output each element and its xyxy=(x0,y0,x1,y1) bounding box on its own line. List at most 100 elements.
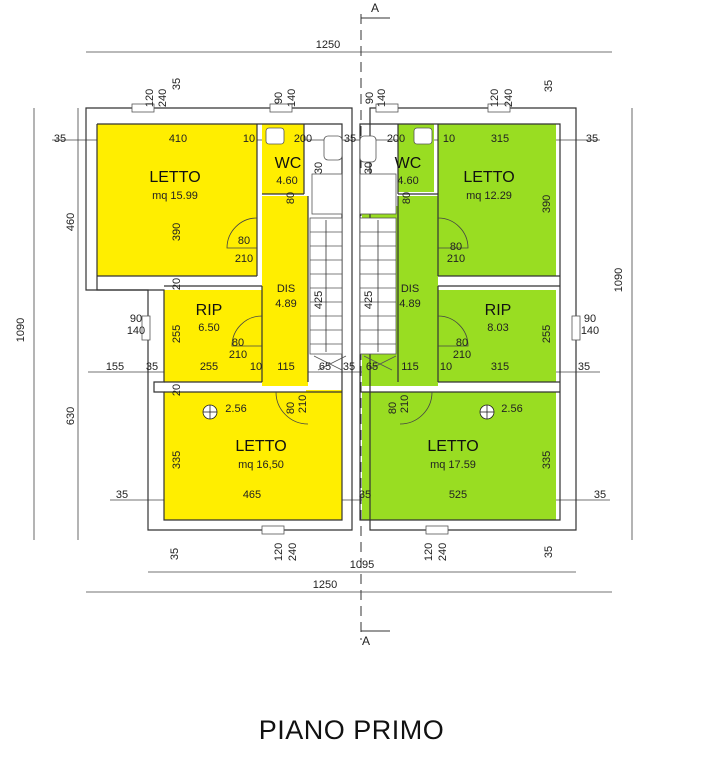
dim-top-140a: 140 xyxy=(286,89,298,107)
dim-h335b: 335 xyxy=(541,451,553,469)
dim-row1-right: 315 xyxy=(491,133,509,145)
dim-top-120a: 120 xyxy=(144,89,156,107)
dim-top-90b: 90 xyxy=(364,92,376,104)
dim-h30a: 30 xyxy=(313,162,325,174)
room-name-letto-2: LETTO xyxy=(463,169,514,186)
spot-height-right: 2.56 xyxy=(501,403,522,415)
room-name-dis-1: DIS xyxy=(277,283,295,295)
dim-h425a: 425 xyxy=(313,291,325,309)
door-swings xyxy=(226,217,469,425)
door-210e: 210 xyxy=(297,395,309,413)
room-name-dis-2: DIS xyxy=(401,283,419,295)
dim-left-lower: 630 xyxy=(65,407,77,425)
room-area-letto-4: mq 17.59 xyxy=(430,459,476,471)
dim-row1-wc-left: 200 xyxy=(294,133,312,145)
plan-title: PIANO PRIMO xyxy=(258,715,445,745)
dim-inner-bottom: 1095 xyxy=(350,559,374,571)
room-area-wc-2: 4.60 xyxy=(397,175,418,187)
room-area-rip-2: 8.03 xyxy=(487,322,508,334)
room-name-letto-1: LETTO xyxy=(149,169,200,186)
door-80g: 80 xyxy=(285,192,297,204)
dim-h30b: 30 xyxy=(363,162,375,174)
dim-right-height: 1090 xyxy=(613,268,625,292)
dim-bot-v35b: 35 xyxy=(543,546,555,558)
room-area-rip-1: 6.50 xyxy=(198,322,219,334)
door-210b: 210 xyxy=(447,253,465,265)
section-label-top: A xyxy=(371,1,379,15)
dim-overall-top: 1250 xyxy=(316,39,340,51)
room-name-letto-3: LETTO xyxy=(235,438,286,455)
dimension-labels: 1250 1250 1095 1090 1090 460 630 35 410 … xyxy=(15,39,625,591)
dim-top-35b: 35 xyxy=(543,80,555,92)
dim-mid-35: 35 xyxy=(146,361,158,373)
dim-h255b: 255 xyxy=(541,325,553,343)
dim-row1-left-b: 10 xyxy=(243,133,255,145)
room-area-dis-2: 4.89 xyxy=(399,298,420,310)
door-210f: 210 xyxy=(399,395,411,413)
door-210c: 210 xyxy=(229,349,247,361)
dim-top-240b: 240 xyxy=(503,89,515,107)
room-area-letto-3: mq 16,50 xyxy=(238,459,284,471)
door-80e: 80 xyxy=(285,402,297,414)
room-labels: LETTO mq 15.99 WC 4.60 WC 4.60 LETTO mq … xyxy=(149,155,514,471)
dim-bot-35: 35 xyxy=(116,489,128,501)
dim-bot-v240a: 240 xyxy=(287,543,299,561)
dim-left-upper: 460 xyxy=(65,213,77,231)
dim-side-140a: 140 xyxy=(127,325,145,337)
dim-row1-right-a: 10 xyxy=(443,133,455,145)
staircase xyxy=(309,217,397,371)
dim-bot-525: 525 xyxy=(449,489,467,501)
room-area-dis-1: 4.89 xyxy=(275,298,296,310)
dim-mid-65a: 65 xyxy=(319,361,331,373)
dim-edge: 35 xyxy=(54,133,66,145)
dim-top-240a: 240 xyxy=(157,89,169,107)
light-points xyxy=(202,404,495,420)
dim-row1-wc-right: 200 xyxy=(387,133,405,145)
dim-mid-right-10: 10 xyxy=(440,361,452,373)
dim-mid-35b: 35 xyxy=(343,361,355,373)
dim-mid-right-315: 315 xyxy=(491,361,509,373)
door-210d: 210 xyxy=(453,349,471,361)
door-80b: 80 xyxy=(450,241,462,253)
dim-h390a: 390 xyxy=(171,223,183,241)
dim-bot-v240b: 240 xyxy=(437,543,449,561)
room-name-wc-2: WC xyxy=(395,155,422,172)
section-label-bottom: A xyxy=(362,634,370,648)
dim-mid-right-35: 35 xyxy=(578,361,590,373)
room-name-rip-1: RIP xyxy=(196,302,223,319)
room-name-wc-1: WC xyxy=(275,155,302,172)
room-name-rip-2: RIP xyxy=(485,302,512,319)
door-80h: 80 xyxy=(401,192,413,204)
dim-side-140b: 140 xyxy=(581,325,599,337)
dim-bot-mid-35: 35 xyxy=(359,489,371,501)
dim-top-120b: 120 xyxy=(489,89,501,107)
dim-row1-mid: 35 xyxy=(344,133,356,145)
room-name-letto-4: LETTO xyxy=(427,438,478,455)
dim-mid-255: 255 xyxy=(200,361,218,373)
dim-h20a: 20 xyxy=(171,278,183,290)
dim-bot-465: 465 xyxy=(243,489,261,501)
dim-top-140b: 140 xyxy=(376,89,388,107)
dim-bot-v120b: 120 xyxy=(423,543,435,561)
room-area-wc-1: 4.60 xyxy=(276,175,297,187)
dim-edge-right: 35 xyxy=(586,133,598,145)
dim-bot-right-35: 35 xyxy=(594,489,606,501)
door-80c: 80 xyxy=(232,337,244,349)
dim-h255a: 255 xyxy=(171,325,183,343)
door-80f: 80 xyxy=(387,402,399,414)
dim-mid-right-115: 115 xyxy=(401,361,419,373)
windows xyxy=(131,103,581,535)
dim-side-90a: 90 xyxy=(130,313,142,325)
dim-side-90b: 90 xyxy=(584,313,596,325)
floor-plan: A A xyxy=(15,1,633,648)
door-210a: 210 xyxy=(235,253,253,265)
dim-mid-115: 115 xyxy=(277,361,295,373)
bathroom-fixtures xyxy=(265,127,433,215)
dim-mid-10: 10 xyxy=(250,361,262,373)
room-area-letto-2: mq 12.29 xyxy=(466,190,512,202)
dim-bot-v120a: 120 xyxy=(273,543,285,561)
dim-top-90a: 90 xyxy=(273,92,285,104)
dim-h20b: 20 xyxy=(171,384,183,396)
room-area-letto-1: mq 15.99 xyxy=(152,190,198,202)
dim-overall-bottom: 1250 xyxy=(313,579,337,591)
